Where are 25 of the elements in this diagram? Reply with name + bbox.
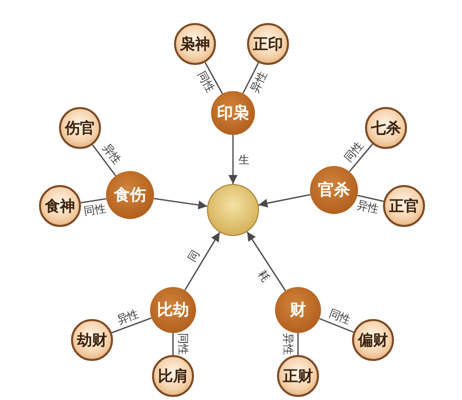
connector-line: [172, 333, 174, 355]
edge-label: 同性: [328, 308, 352, 326]
arrow: [246, 231, 286, 292]
edge-label: 异性: [101, 142, 124, 166]
arrow: [258, 194, 311, 208]
arrow: [184, 232, 220, 291]
connector-line: [111, 317, 152, 334]
edge-label: 异性: [356, 199, 380, 215]
connector-line: [80, 198, 106, 204]
edge-label: 异性: [116, 308, 141, 326]
edge-label: 同性: [342, 140, 366, 164]
edge-label: 同性: [178, 333, 188, 355]
edge-label: 同性: [83, 202, 107, 217]
arrow: [154, 198, 208, 210]
edge-label: 同: [186, 248, 202, 264]
connector-line: [297, 333, 299, 355]
edge-label: 耗: [256, 268, 272, 284]
connector-line: [348, 144, 373, 172]
arrow: [228, 135, 238, 184]
edge-label: 异性: [282, 333, 294, 355]
connector-line: [92, 144, 116, 176]
connector-line: [319, 318, 354, 333]
edge-label: 生: [238, 154, 250, 165]
connector-line: [204, 62, 223, 94]
connector-line: [357, 194, 384, 202]
